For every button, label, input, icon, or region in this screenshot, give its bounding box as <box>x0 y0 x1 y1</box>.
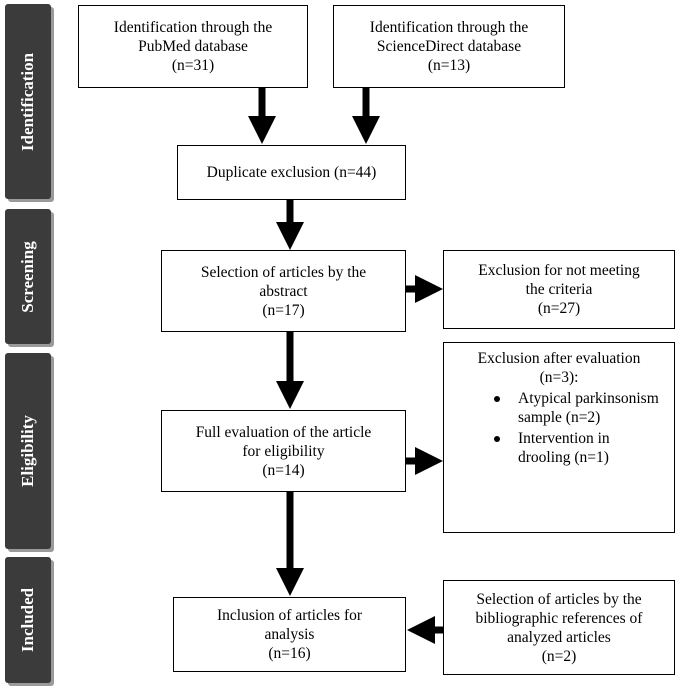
box-bibliographic-selection-line2: bibliographic references of <box>475 609 643 627</box>
phase-identification: Identification <box>5 4 51 199</box>
phase-eligibility: Eligibility <box>5 353 51 549</box>
exclusion-reason-item: Intervention in drooling (n=1) <box>490 429 674 467</box>
box-bibliographic-selection-line1: Selection of articles by the <box>476 590 642 608</box>
box-full-evaluation-line1: Full evaluation of the article <box>195 423 372 441</box>
box-exclusion-after-evaluation-line1: Exclusion after evaluation <box>477 350 641 367</box>
box-bibliographic-selection: Selection of articles by the bibliograph… <box>443 580 675 675</box>
exclusion-reason-item: Atypical parkinsonism sample (n=2) <box>490 389 674 427</box>
exclusion-reason-line1: Intervention in <box>518 430 610 447</box>
box-inclusion: Inclusion of articles for analysis (n=16… <box>173 597 406 672</box>
box-bibliographic-selection-line3: analyzed articles <box>507 628 611 646</box>
box-sciencedirect-line2: ScienceDirect database <box>376 38 522 55</box>
phase-screening: Screening <box>5 209 51 344</box>
box-pubmed-line1: Identification through the <box>113 19 273 36</box>
box-exclusion-criteria-line1: Exclusion for not meeting <box>478 262 640 279</box>
box-abstract-selection-line1: Selection of articles by the <box>200 263 367 281</box>
box-pubmed: Identification through the PubMed databa… <box>78 5 308 88</box>
box-duplicate-exclusion: Duplicate exclusion (n=44) <box>177 145 406 200</box>
box-exclusion-criteria: Exclusion for not meeting the criteria (… <box>443 250 675 329</box>
box-abstract-selection-count: (n=17) <box>262 301 305 319</box>
box-exclusion-after-evaluation: Exclusion after evaluation (n=3): Atypic… <box>443 342 675 533</box>
box-full-evaluation-line2: for eligibility <box>242 442 325 460</box>
box-sciencedirect-line1: Identification through the <box>369 19 529 36</box>
box-exclusion-after-evaluation-count: (n=3): <box>539 369 579 386</box>
box-full-evaluation-count: (n=14) <box>262 461 305 479</box>
box-pubmed-line2: PubMed database <box>138 38 248 55</box>
box-exclusion-criteria-count: (n=27) <box>537 300 581 317</box>
box-pubmed-count: (n=31) <box>171 57 215 74</box>
box-exclusion-criteria-line2: the criteria <box>525 281 593 298</box>
box-inclusion-line2: analysis <box>264 626 315 643</box>
exclusion-reason-line1: Atypical parkinsonism <box>518 390 659 407</box>
box-sciencedirect-count: (n=13) <box>427 57 471 74</box>
box-abstract-selection-line2: abstract <box>259 282 308 300</box>
box-inclusion-line1: Inclusion of articles for <box>216 607 363 624</box>
exclusion-reason-line2: sample (n=2) <box>518 409 601 426</box>
box-abstract-selection: Selection of articles by the abstract (n… <box>161 250 406 332</box>
box-inclusion-count: (n=16) <box>268 645 311 662</box>
exclusion-reasons-list: Atypical parkinsonism sample (n=2) Inter… <box>444 389 674 469</box>
phase-included: Included <box>5 557 51 683</box>
box-full-evaluation: Full evaluation of the article for eligi… <box>161 410 406 492</box>
exclusion-reason-line2: drooling (n=1) <box>518 449 609 466</box>
box-bibliographic-selection-count: (n=2) <box>541 647 577 665</box>
box-duplicate-exclusion-text: Duplicate exclusion (n=44) <box>206 164 377 181</box>
box-sciencedirect: Identification through the ScienceDirect… <box>333 5 565 88</box>
